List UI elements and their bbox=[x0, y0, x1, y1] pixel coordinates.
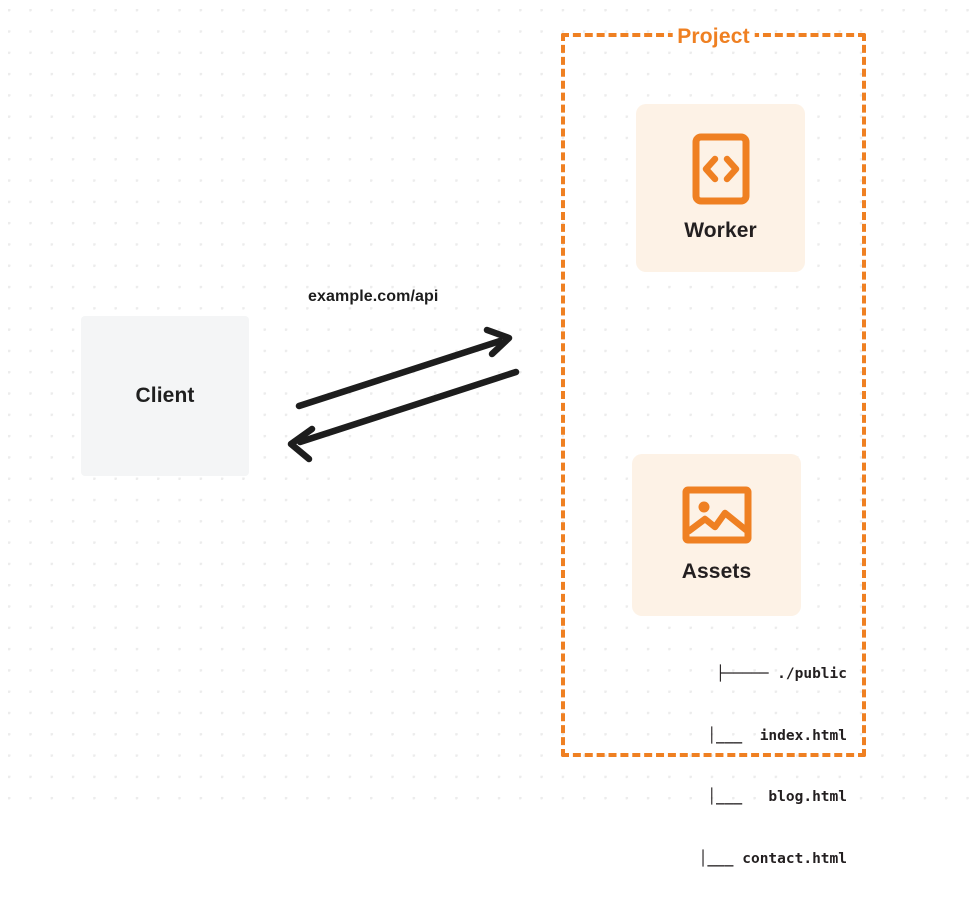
code-brackets-icon bbox=[692, 133, 750, 205]
response-arrow-icon bbox=[287, 368, 520, 463]
file-tree-row: │___ blog.html bbox=[689, 789, 847, 805]
diagram-canvas: Client example.com/api Project Wo bbox=[0, 0, 980, 867]
project-title: Project bbox=[672, 25, 755, 49]
api-endpoint-label: example.com/api bbox=[308, 288, 439, 305]
image-picture-icon bbox=[682, 486, 752, 544]
worker-card[interactable]: Worker bbox=[636, 104, 805, 272]
file-tree-row: │___ index.html bbox=[689, 727, 847, 744]
file-tree-row: │___ contact.html bbox=[681, 850, 847, 867]
file-tree-row: ├───── ./public bbox=[716, 666, 847, 682]
client-label: Client bbox=[135, 384, 195, 407]
assets-label: Assets bbox=[681, 560, 752, 583]
request-arrow-icon bbox=[295, 326, 513, 410]
assets-file-tree: ├───── ./public │___ index.html │___ blo… bbox=[605, 623, 847, 910]
assets-card[interactable]: Assets bbox=[632, 454, 801, 616]
client-node: Client bbox=[81, 316, 249, 476]
project-container: Project Worker Assets bbox=[561, 25, 866, 867]
worker-label: Worker bbox=[684, 219, 757, 242]
